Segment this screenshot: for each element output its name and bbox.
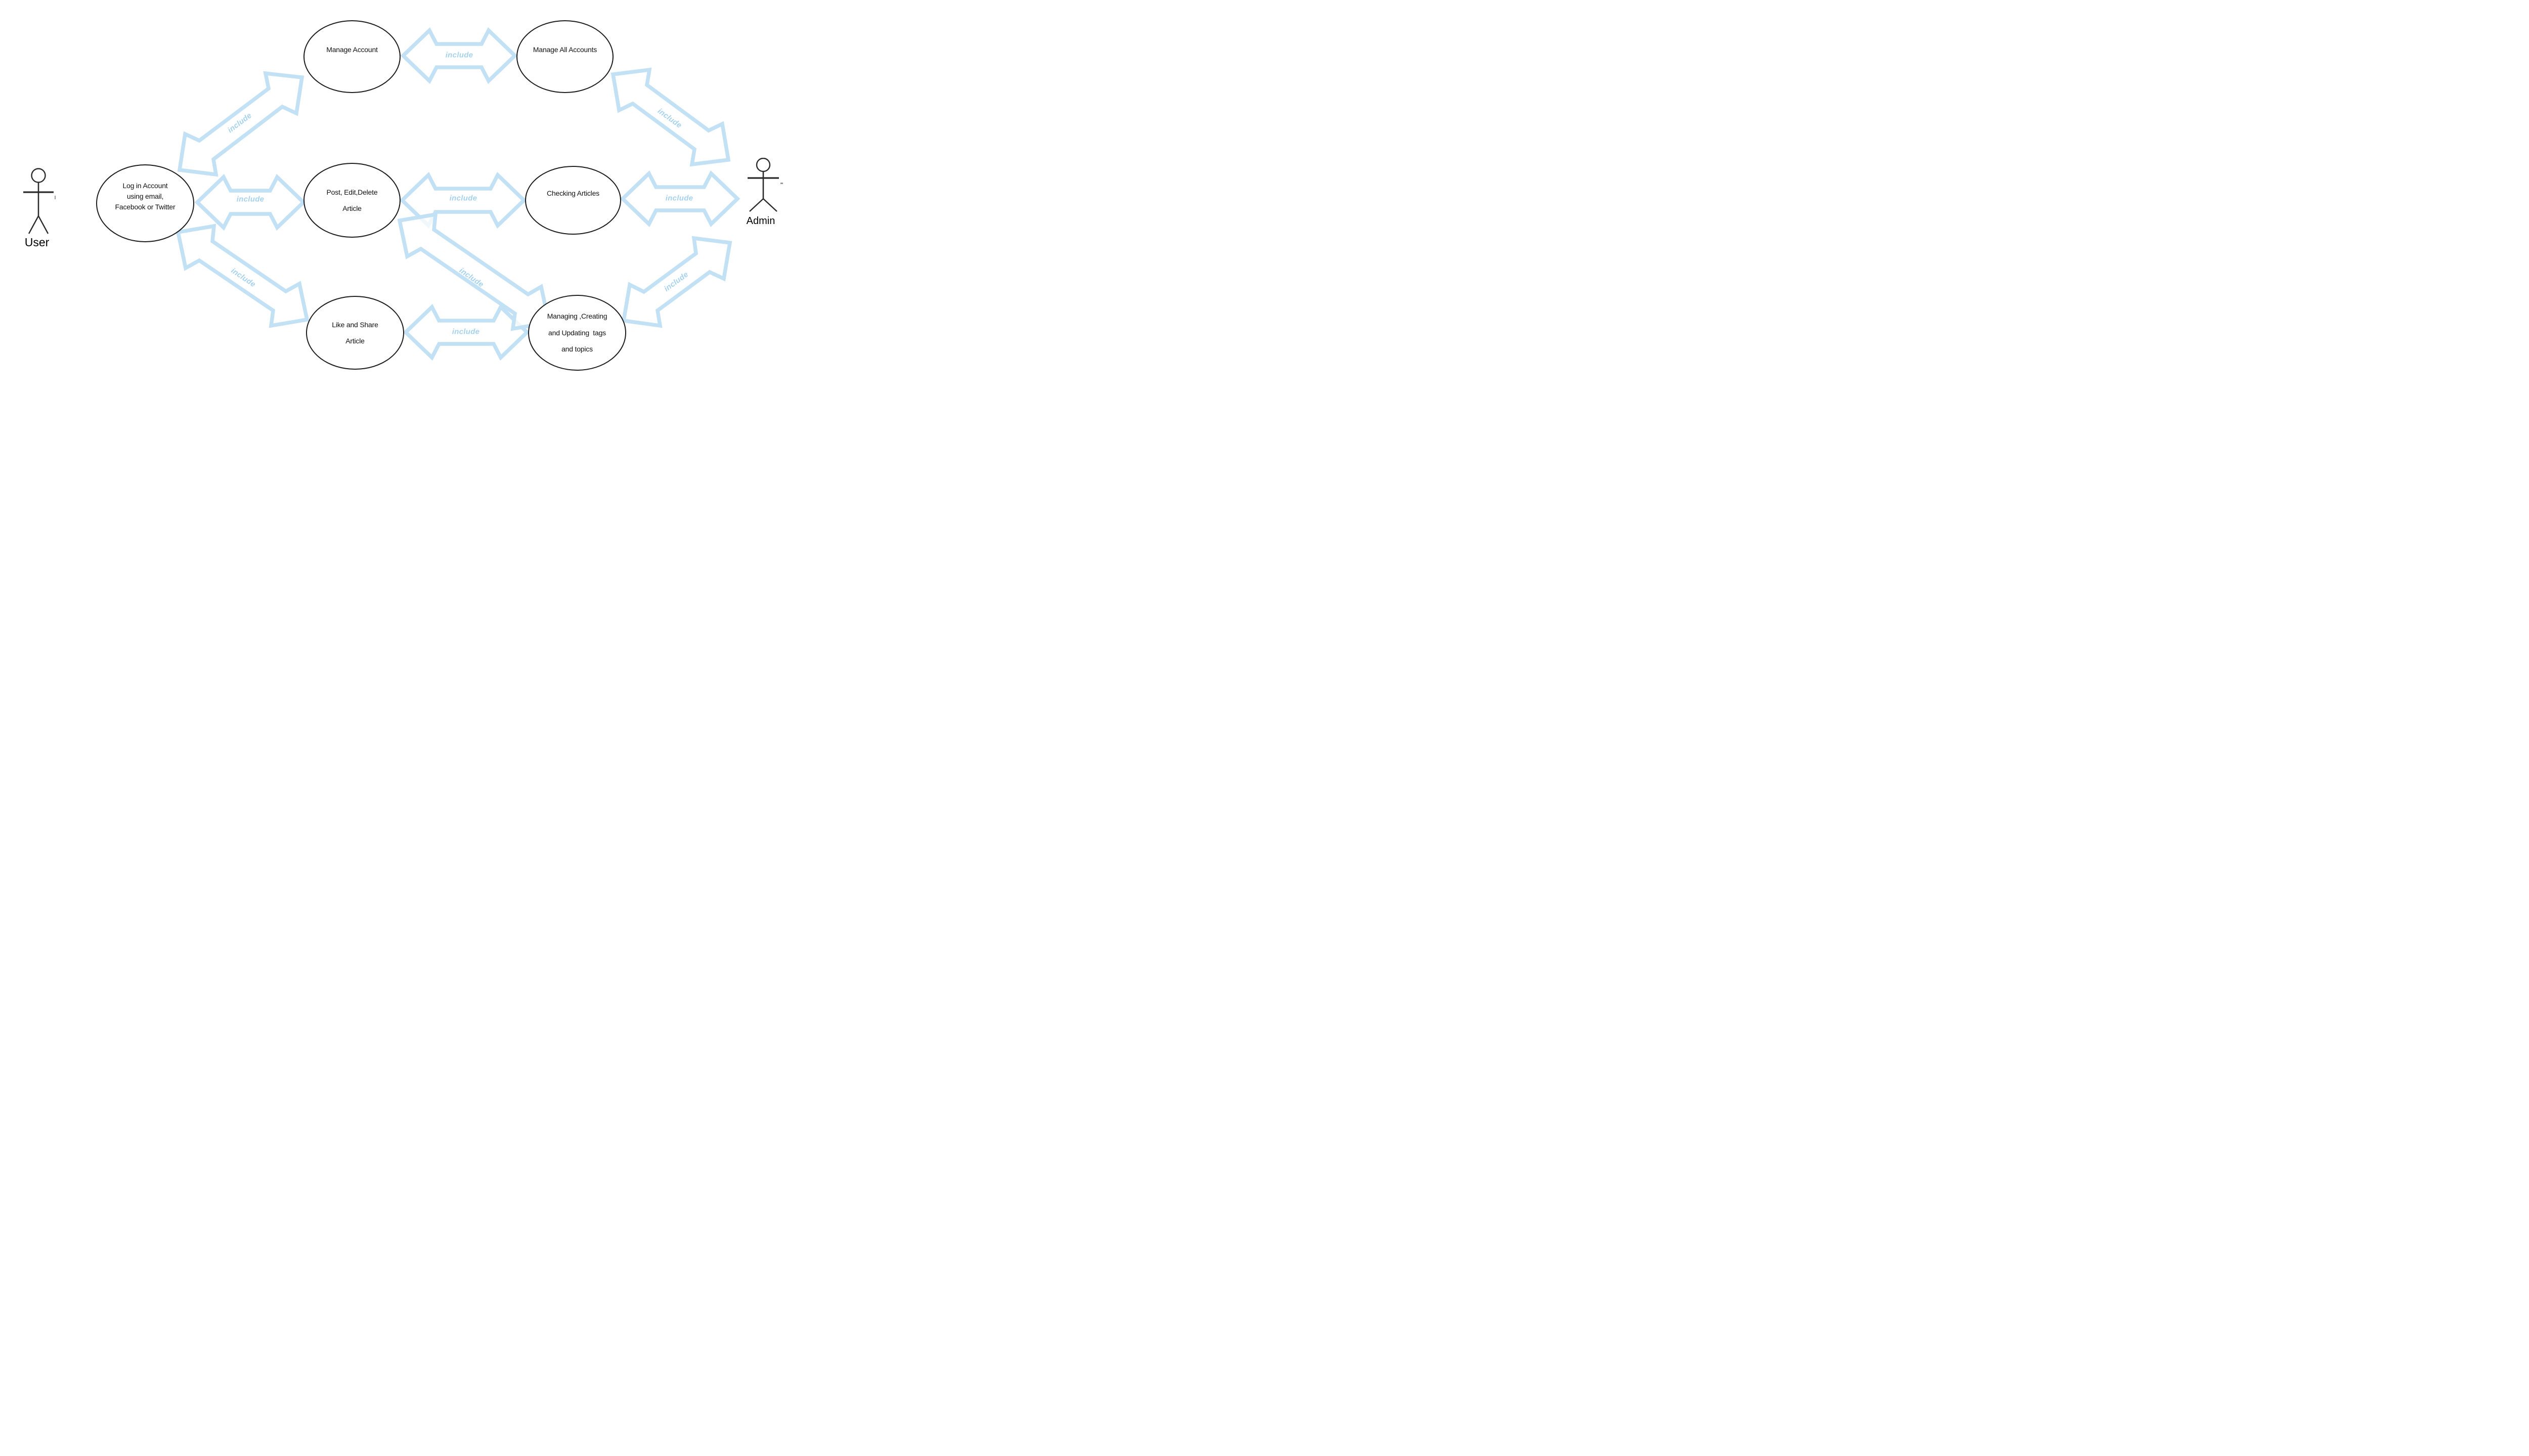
actor-user-label: User: [24, 236, 50, 249]
include-connector-managing-admin: [621, 236, 732, 328]
include-label: include: [452, 327, 480, 336]
usecase-login: Log in Account using email, Facebook or …: [96, 164, 194, 242]
stray-mark: [780, 183, 783, 184]
stray-mark: [55, 196, 56, 199]
usecase-manage-account: Manage Account: [303, 20, 401, 93]
usecase-checking-articles: Checking Articles: [525, 166, 621, 235]
include-label: include: [665, 194, 693, 203]
include-label: include: [236, 195, 265, 204]
usecase-label: Manage Account: [326, 46, 378, 54]
usecase-manage-all-accounts: Manage All Accounts: [516, 20, 614, 93]
actor-user: [21, 168, 56, 236]
include-connector-post-managing: [397, 212, 551, 331]
admin-stick-figure-icon: [748, 157, 779, 212]
usecase-like-share-article: Like and Share Article: [306, 296, 404, 370]
usecase-label: Like and Share Article: [332, 320, 378, 345]
include-connector-manage-account-manage-all: [400, 27, 518, 84]
include-connector-manage-all-admin: [611, 67, 731, 167]
include-label: include: [445, 51, 473, 60]
include-label: include: [449, 194, 477, 203]
include-connector-login-manage-account: [177, 71, 304, 177]
usecase-label: Manage All Accounts: [533, 46, 597, 54]
usecase-label: Post, Edit,Delete Article: [326, 188, 378, 213]
usecase-managing-tags-topics: Managing ,Creating and Updating tags and…: [528, 295, 626, 371]
use-case-diagram-canvas: include include include include include …: [0, 0, 793, 448]
usecase-label: Managing ,Creating and Updating tags and…: [547, 312, 607, 354]
include-connector-like-managing: [403, 303, 530, 361]
usecase-post-edit-delete-article: Post, Edit,Delete Article: [303, 163, 401, 238]
include-connector-checking-admin: [620, 170, 740, 228]
usecase-label: Checking Articles: [547, 189, 599, 198]
include-connector-login-like-share: [176, 224, 310, 328]
actor-admin: [746, 157, 781, 213]
actor-admin-label: Admin: [746, 215, 775, 227]
user-stick-figure-icon: [23, 168, 54, 234]
usecase-label: Log in Account using email, Facebook or …: [115, 182, 176, 211]
